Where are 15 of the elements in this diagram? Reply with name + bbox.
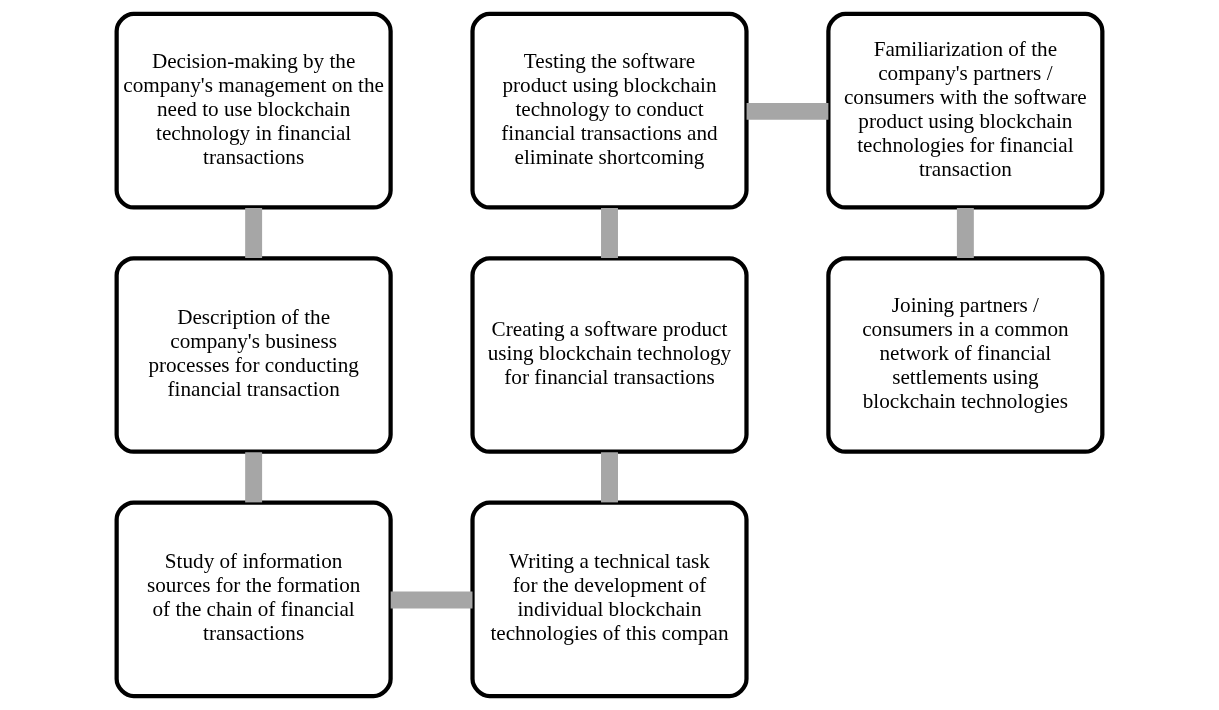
node-box: Joining partners / consumers in a common network of financial settlements using blockchain technologies	[826, 256, 1105, 454]
node-box: Description of the company's business processes for conducting financial transaction	[114, 256, 393, 454]
node-box: Writing a technical task for the development of individual blockchain technologies of this compan	[470, 500, 749, 699]
connector	[390, 591, 473, 609]
connector	[956, 207, 974, 259]
connector	[245, 207, 263, 259]
node-box: Testing the software product using blockchain technology to conduct financial transactions and eliminate shortcoming	[470, 11, 749, 210]
node-box: Decision-making by the company's management on the need to use blockchain technology in financial transactions	[114, 11, 393, 210]
node-box: Study of information sources for the formation of the chain of financial transactions	[114, 500, 393, 699]
connector	[245, 452, 263, 503]
connector	[746, 102, 829, 120]
node-box: Creating a software product using blockchain technology for financial transactions	[470, 256, 749, 454]
connector	[601, 452, 618, 503]
connector	[601, 207, 618, 259]
node-box: Familiarization of the company's partners / consumers with the software product using blockchain technologies for financial transaction	[826, 11, 1105, 210]
